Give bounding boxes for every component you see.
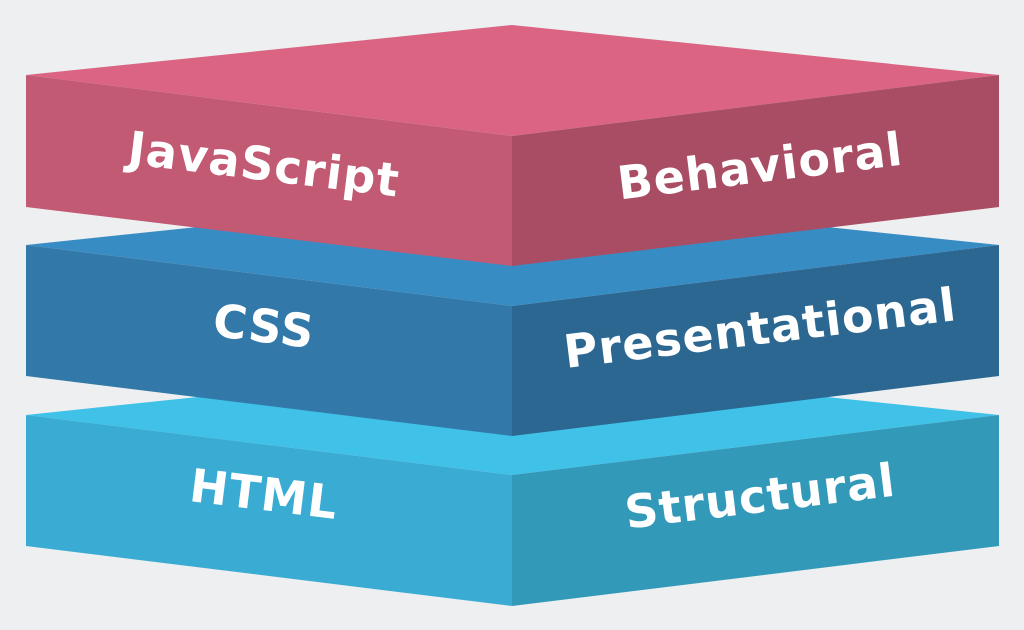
css-left-face	[26, 245, 512, 436]
css-tech-label: CSS	[210, 293, 318, 359]
html-left-face	[26, 415, 512, 606]
javascript-right-face	[512, 75, 999, 266]
javascript-top-face	[26, 25, 999, 136]
html-right-face	[512, 415, 999, 606]
javascript-left-face	[26, 75, 512, 266]
css-right-face	[512, 245, 999, 436]
layer-javascript: JavaScript Behavioral	[26, 25, 999, 266]
